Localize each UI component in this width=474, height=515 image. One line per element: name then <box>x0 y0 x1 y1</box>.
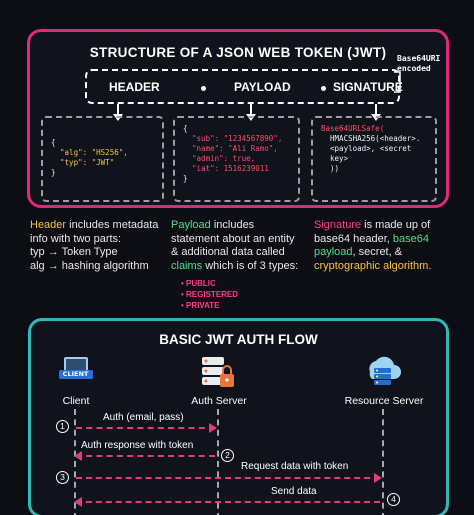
jwt-segments-box: HEADER PAYLOAD SIGNATURE <box>85 69 403 104</box>
step-number: 2 <box>221 449 234 462</box>
signature-code-block: Base64URLSafe( HMACSHA256(<header>. <pay… <box>311 116 437 202</box>
client-label: Client <box>62 395 90 407</box>
message-label: Auth (email, pass) <box>103 412 184 423</box>
step-number: 1 <box>56 420 69 433</box>
encoding-note: Base64URI encoded <box>397 54 441 73</box>
step-number: 3 <box>56 471 69 484</box>
jwt-structure-title: STRUCTURE OF A JSON WEB TOKEN (JWT) <box>89 45 387 60</box>
header-description: Header includes metadata info with two p… <box>30 219 159 272</box>
auth-request-arrow <box>76 423 217 433</box>
separator-dot <box>201 86 206 91</box>
header-code-block: { "alg": "HS256", "typ": "JWT"} <box>41 116 164 202</box>
encoding-bracket-icon <box>394 71 401 93</box>
signature-arrow-icon <box>371 104 381 121</box>
segment-signature: SIGNATURE <box>333 80 403 94</box>
segment-header: HEADER <box>109 80 160 94</box>
claim-type: REGISTERED <box>181 289 311 300</box>
auth-server-label: Auth Server <box>191 395 247 407</box>
auth-response-arrow <box>74 451 215 461</box>
claim-types-list: PUBLIC REGISTERED PRIVATE <box>181 278 311 311</box>
step-number: 4 <box>387 493 400 506</box>
message-label: Send data <box>271 486 317 497</box>
auth-server-lifeline <box>217 409 219 515</box>
data-request-arrow <box>76 473 382 483</box>
jwt-structure-panel: STRUCTURE OF A JSON WEB TOKEN (JWT) HEAD… <box>27 29 449 208</box>
segment-payload: PAYLOAD <box>234 80 291 94</box>
data-response-arrow <box>74 497 380 507</box>
client-badge: CLIENT <box>59 370 92 379</box>
payload-code-block: { "sub": "1234567890", "name": "Ali Ramo… <box>173 116 300 202</box>
separator-dot <box>321 86 326 91</box>
message-label: Auth response with token <box>81 440 194 451</box>
payload-arrow-icon <box>246 104 256 121</box>
auth-flow-title: BASIC JWT AUTH FLOW <box>159 332 318 347</box>
payload-description: Payload includes statement about an enti… <box>171 219 311 311</box>
message-label: Request data with token <box>241 461 349 472</box>
header-arrow-icon <box>113 104 123 121</box>
client-lifeline <box>74 409 76 515</box>
resource-server-label: Resource Server <box>344 395 424 407</box>
auth-flow-panel: BASIC JWT AUTH FLOW CLIENT Client Auth S… <box>28 318 449 515</box>
claim-type: PUBLIC <box>181 278 311 289</box>
claim-type: PRIVATE <box>181 300 311 311</box>
resource-server-lifeline <box>382 409 384 515</box>
signature-description: Signature is made up of base64 header, b… <box>314 219 432 272</box>
resource-server-icon <box>369 356 401 385</box>
auth-server-icon <box>202 357 234 387</box>
